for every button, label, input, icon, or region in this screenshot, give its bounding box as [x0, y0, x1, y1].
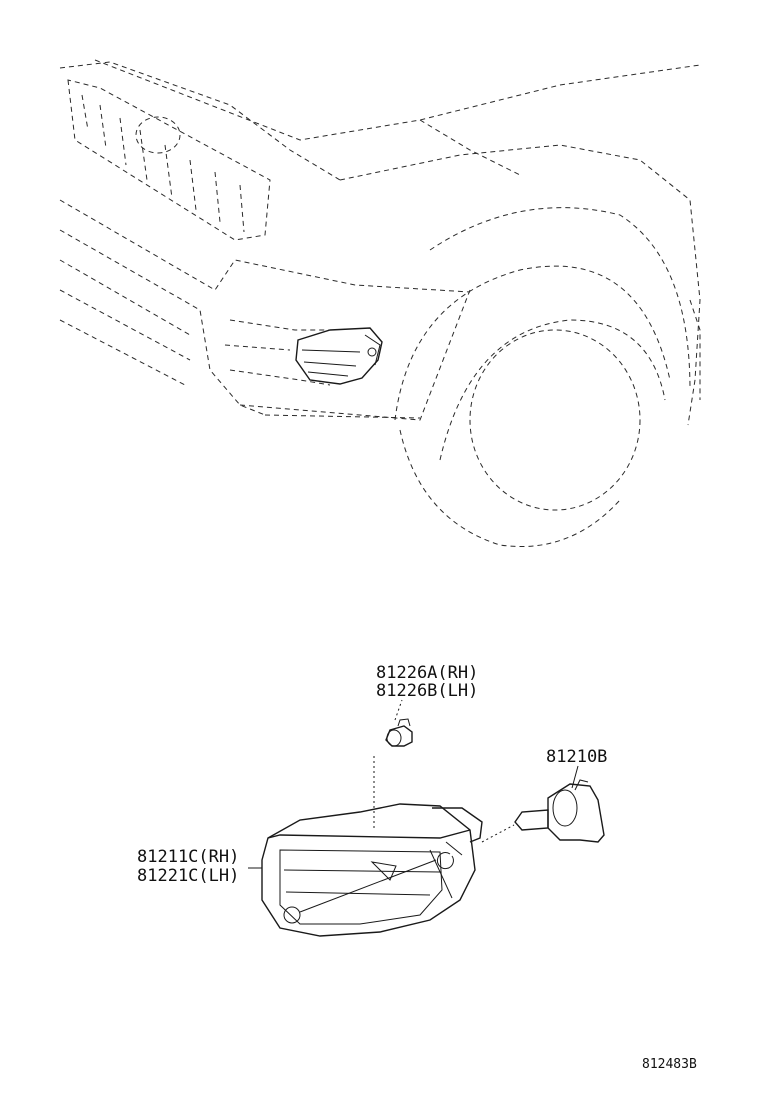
bulb-part-number: 81210B	[546, 747, 607, 767]
bulb-install-line	[481, 824, 515, 843]
vehicle-front-illustration	[59, 59, 701, 548]
illustration-number: 812483B	[642, 1057, 697, 1072]
socket-part	[385, 718, 413, 747]
socket-rh-label: 81226A(RH)	[376, 663, 478, 683]
lamp-rh-label: 81211C(RH)	[137, 847, 239, 867]
bulb-leader-line	[571, 765, 579, 789]
fog-lamp-on-vehicle	[295, 327, 383, 385]
lamp-lh-label: 81221C(LH)	[137, 866, 239, 886]
socket-leader-line	[394, 699, 403, 721]
fog-lamp-assembly	[261, 803, 483, 937]
socket-lh-label: 81226B(LH)	[376, 681, 478, 701]
bulb-part	[514, 779, 605, 843]
